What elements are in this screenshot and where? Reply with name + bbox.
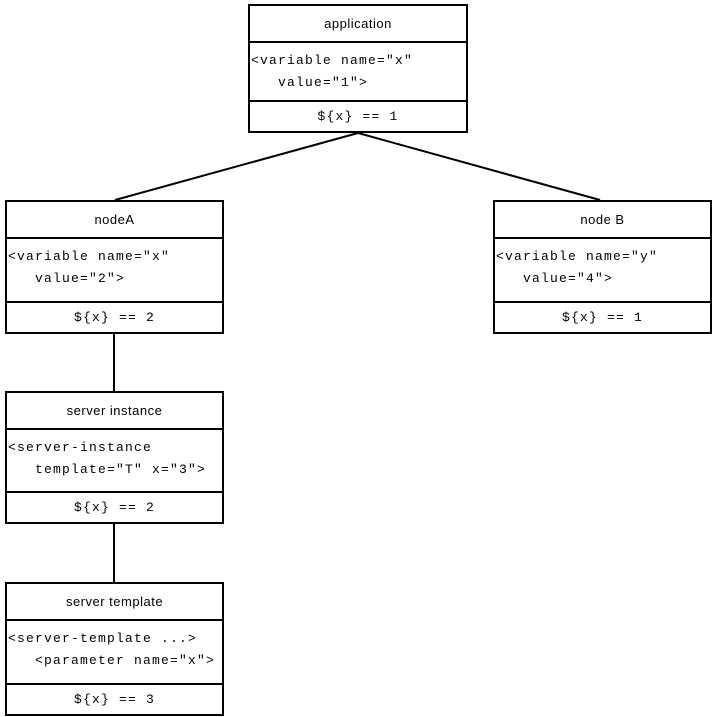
node-title: server instance <box>7 393 222 430</box>
body-line: <parameter name="x"> <box>8 653 216 668</box>
node-body: <server-template ...> <parameter name="x… <box>7 621 222 685</box>
node-body: <variable name="x" value="1"> <box>250 43 466 102</box>
node-body: <variable name="x" value="2"> <box>7 239 222 303</box>
node-body: <server-instance template="T" x="3"> <box>7 430 222 493</box>
body-line: value="2"> <box>8 271 126 286</box>
node-constraint: ${x} == 2 <box>73 500 155 515</box>
body-line: <variable name="x" <box>8 249 171 264</box>
node-server-template: server template <server-template ...> <p… <box>5 582 224 716</box>
edge-application-nodeb <box>357 132 601 201</box>
node-nodeb: node B <variable name="y" value="4"> ${x… <box>493 200 712 334</box>
node-application: application <variable name="x" value="1"… <box>248 4 468 133</box>
node-title: nodeA <box>7 202 222 239</box>
node-title: application <box>250 6 466 43</box>
node-constraint: ${x} == 2 <box>73 310 155 325</box>
node-constraint: ${x} == 3 <box>73 692 155 707</box>
node-body: <variable name="y" value="4"> <box>495 239 710 303</box>
node-title: server template <box>7 584 222 621</box>
body-line: <variable name="y" <box>496 249 659 264</box>
body-line: template="T" x="3"> <box>8 462 207 477</box>
node-constraint: ${x} == 1 <box>317 109 399 124</box>
body-line: value="1"> <box>251 75 369 90</box>
body-line: <variable name="x" <box>251 53 414 68</box>
body-line: value="4"> <box>496 271 614 286</box>
body-line: <server-instance <box>8 440 153 455</box>
body-line: <server-template ...> <box>8 631 198 646</box>
edge-application-nodea <box>114 132 359 201</box>
node-server-instance: server instance <server-instance templat… <box>5 391 224 524</box>
node-nodea: nodeA <variable name="x" value="2"> ${x}… <box>5 200 224 334</box>
node-constraint: ${x} == 1 <box>561 310 643 325</box>
node-title: node B <box>495 202 710 239</box>
